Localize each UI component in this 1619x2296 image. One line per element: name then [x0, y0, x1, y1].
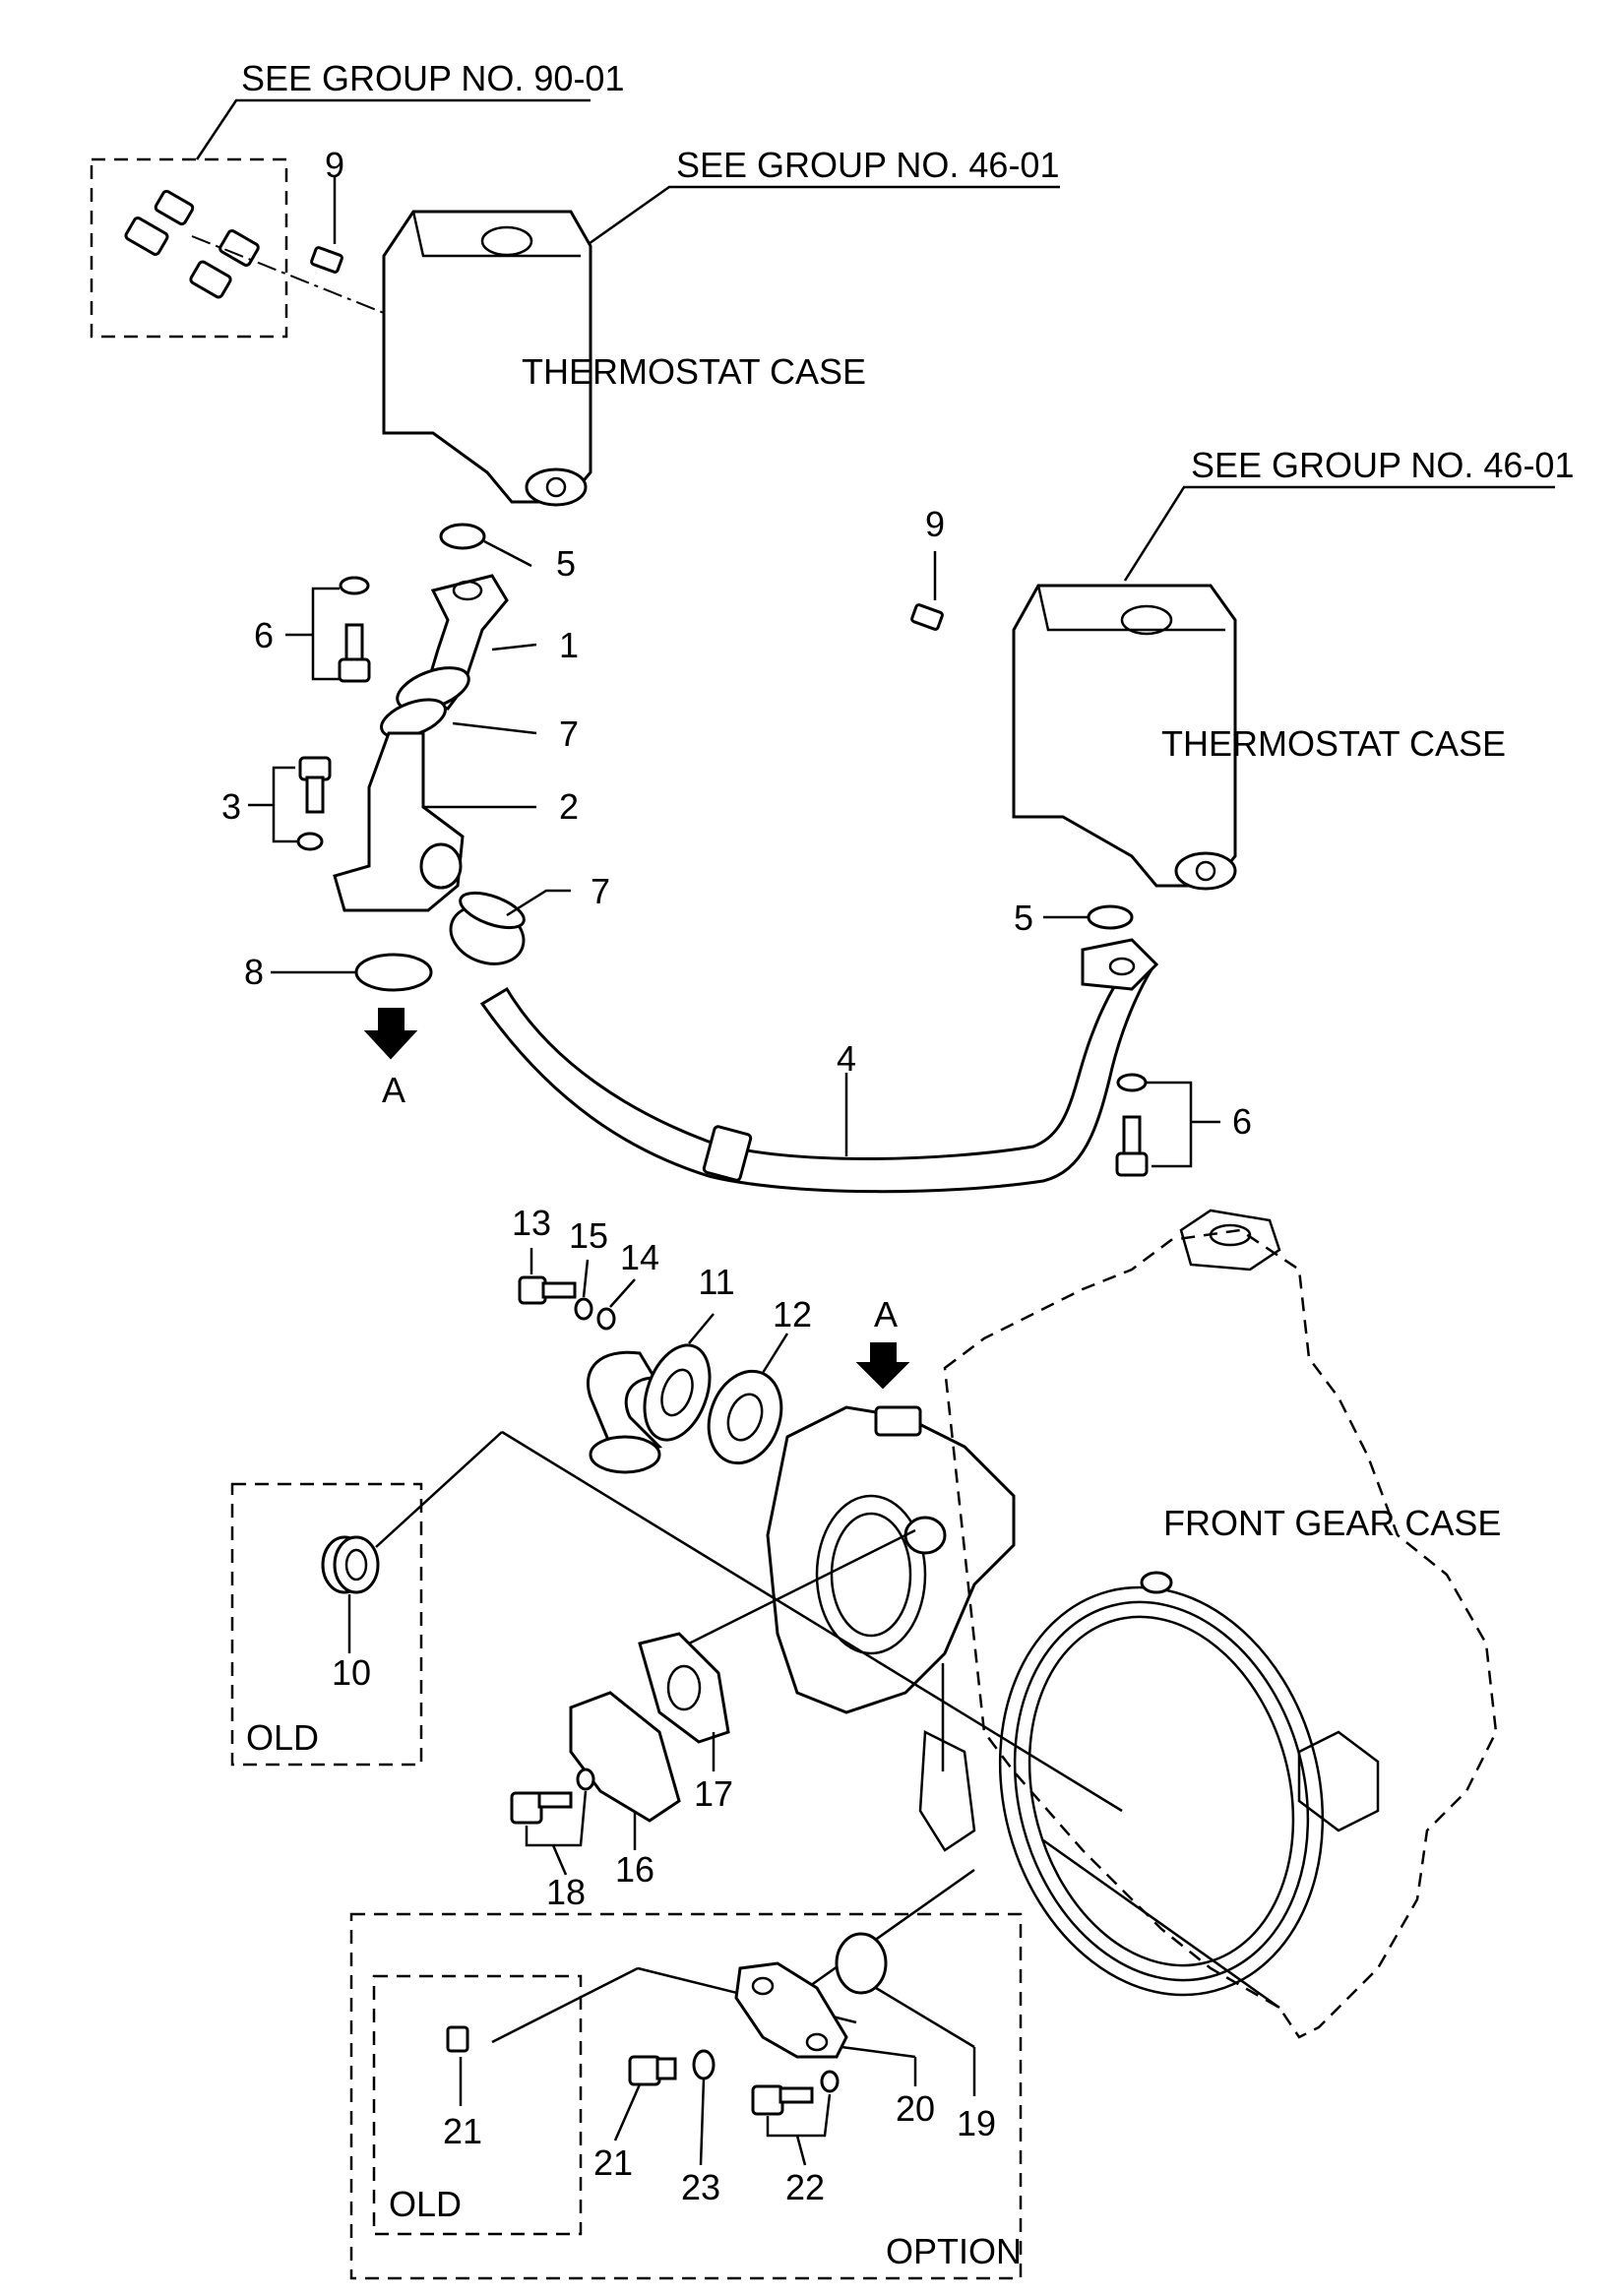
gasket-17: 17: [638, 1632, 733, 1814]
callout-18: 18: [546, 1872, 586, 1912]
stud-9-top: 9: [310, 145, 344, 274]
reference-group-46-01-right: SEE GROUP NO. 46-01: [1123, 445, 1574, 582]
view-label-a-left: A: [382, 1070, 405, 1110]
view-arrow-a-left: A: [363, 1008, 418, 1110]
callout-17: 17: [694, 1773, 733, 1814]
option-box-border: [349, 1912, 1023, 2280]
thermostat-case-top: THERMOSTAT CASE: [382, 210, 866, 507]
bolt-18: 18: [510, 1768, 595, 1912]
reference-label-46-01-right: SEE GROUP NO. 46-01: [1191, 445, 1574, 485]
sensor-box: [90, 157, 414, 339]
callout-21-old: 21: [443, 2111, 482, 2151]
callout-15: 15: [569, 1215, 608, 1256]
callout-2: 2: [559, 786, 579, 827]
old-box-left-label: OLD: [246, 1717, 319, 1758]
cover-20: 20: [734, 1961, 935, 2129]
reference-label-46-01-top: SEE GROUP NO. 46-01: [676, 145, 1059, 185]
washer-15: 15: [569, 1215, 608, 1321]
thermostat-right-outlet-flange: [1174, 851, 1237, 891]
view-arrow-a-right: A: [855, 1294, 910, 1390]
callout-12: 12: [773, 1294, 812, 1334]
guide-lines: [501, 1430, 1280, 2010]
plug-21: 21: [593, 2055, 677, 2183]
washer-14: 14: [596, 1237, 659, 1331]
callout-6-right: 6: [1232, 1101, 1252, 1142]
callout-8: 8: [244, 952, 264, 992]
bolt-6-right: 6: [1115, 1073, 1252, 1177]
sensor-guide-line: [191, 235, 414, 326]
callout-7-top: 7: [559, 714, 579, 754]
bolt-6-top: 6: [254, 576, 371, 683]
view-label-a-right: A: [874, 1294, 898, 1334]
seal-10: 10: [321, 1535, 380, 1693]
hose-clamp-7-top: 7: [380, 666, 579, 754]
callout-5-right: 5: [1014, 898, 1033, 938]
washer-23: 23: [681, 2049, 720, 2207]
thermostat-case-right: THERMOSTAT CASE: [1012, 584, 1506, 891]
thermostat-outlet-flange: [525, 467, 588, 507]
oring-8: 8: [244, 952, 433, 992]
thermostat-case-top-label: THERMOSTAT CASE: [522, 351, 866, 392]
front-gear-case: FRONT GEAR CASE: [918, 1209, 1501, 2039]
callout-21: 21: [593, 2142, 633, 2183]
stud-9-right: 9: [910, 504, 945, 631]
pipe-4: 4: [479, 958, 1154, 1194]
callout-7-mid: 7: [591, 871, 610, 911]
reference-leader-46-01-top: [585, 185, 1060, 248]
callout-3: 3: [221, 786, 241, 827]
oring-19: 19: [835, 1932, 996, 2143]
cover-16: 16: [569, 1691, 681, 1890]
callout-23: 23: [681, 2167, 720, 2207]
sensor-icon: [124, 189, 260, 299]
callout-16: 16: [615, 1849, 654, 1890]
callout-10: 10: [332, 1652, 371, 1693]
oring-5-top: 5: [439, 523, 576, 584]
callout-22: 22: [785, 2167, 825, 2207]
reference-label-90-01: SEE GROUP NO. 90-01: [241, 58, 624, 98]
old-box-bottom-label: OLD: [389, 2184, 462, 2224]
reference-group-46-01-top: SEE GROUP NO. 46-01: [585, 145, 1060, 248]
pipe-2: 2: [333, 731, 579, 912]
callout-19: 19: [957, 2103, 996, 2143]
option-box: OLD OPTION 21 19 20 21: [349, 1912, 1023, 2280]
callout-14: 14: [620, 1237, 659, 1277]
old-box-bottom-border: [372, 1974, 583, 2236]
bolt-13: 13: [512, 1203, 577, 1305]
old-box-left-border: [230, 1482, 423, 1767]
bolt-3: 3: [221, 756, 332, 851]
oring-5-right: 5: [1014, 898, 1134, 938]
reference-leader-90-01: [195, 98, 591, 160]
callout-11: 11: [698, 1262, 734, 1302]
callout-13: 13: [512, 1203, 551, 1243]
option-box-label: OPTION: [886, 2231, 1022, 2271]
pipe-4-flange: [1081, 938, 1159, 991]
plug-21-old: 21: [443, 2025, 482, 2151]
thermostat-case-right-label: THERMOSTAT CASE: [1161, 723, 1506, 764]
front-gear-case-label: FRONT GEAR CASE: [1163, 1503, 1501, 1543]
callout-1: 1: [559, 625, 579, 665]
callout-20: 20: [896, 2088, 935, 2129]
callout-4: 4: [837, 1038, 856, 1079]
pipe-4-bracket: [702, 1125, 753, 1182]
old-box-left: 10 OLD: [230, 1431, 503, 1767]
elbow-11: 11: [586, 1262, 735, 1474]
gasket-12: 12: [707, 1294, 812, 1465]
callout-5-top: 5: [556, 543, 576, 584]
water-pump-housing: [766, 1405, 1016, 1714]
callout-6-top: 6: [254, 615, 274, 655]
callout-9-right: 9: [925, 504, 945, 544]
callout-9-top: 9: [325, 145, 344, 185]
reference-group-90-01: SEE GROUP NO. 90-01: [195, 58, 624, 160]
sensor-box-border: [90, 157, 288, 339]
hose-clamp-7-mid: 7: [449, 871, 610, 965]
bolt-22: 22: [751, 2070, 840, 2207]
reference-leader-46-01-right: [1123, 485, 1555, 582]
